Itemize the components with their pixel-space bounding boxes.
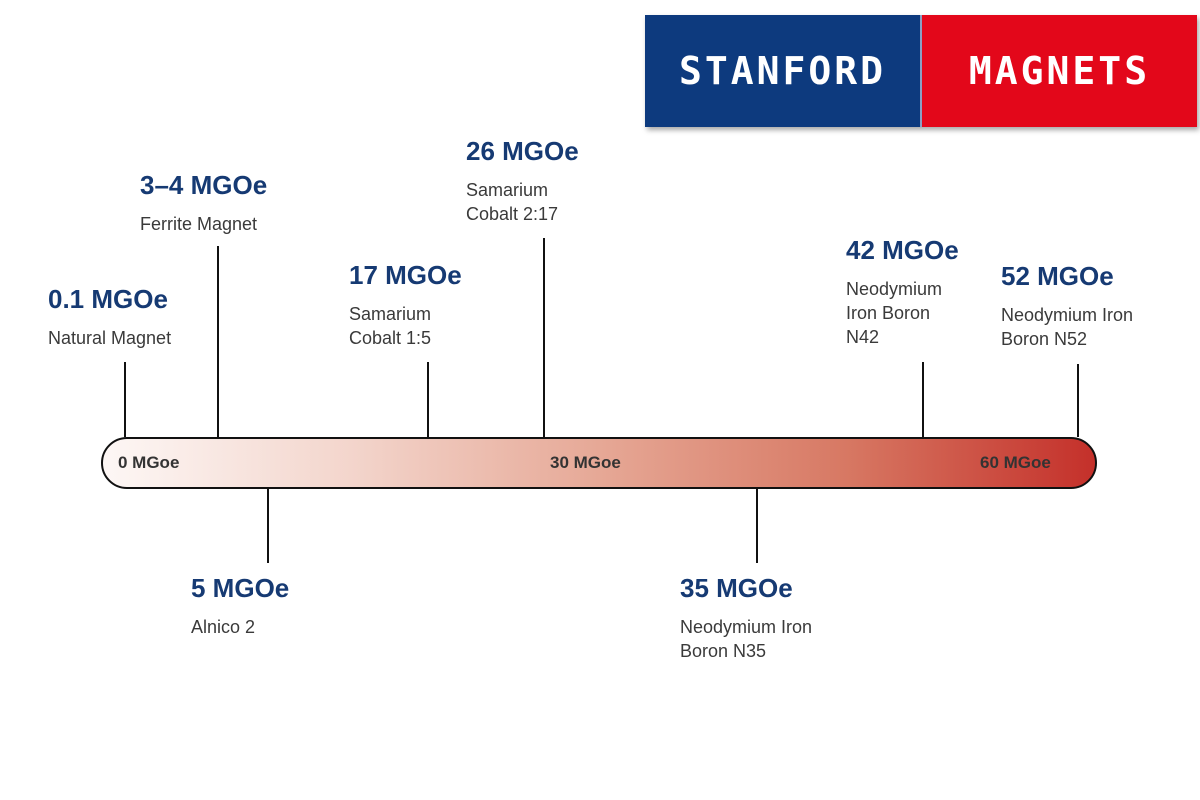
- stanford-magnets-logo: STANFORD MAGNETS: [645, 15, 1197, 127]
- energy-scale-bar: [101, 437, 1097, 489]
- logo-stanford-text: STANFORD: [645, 15, 922, 127]
- annotation-ferrite-magnet: 3–4 MGOe Ferrite Magnet: [140, 170, 267, 236]
- annotation-value: 17 MGOe: [349, 260, 462, 290]
- leader-neodymium-n52: [1077, 364, 1079, 437]
- annotation-samarium-cobalt-2-17: 26 MGOe Samarium Cobalt 2:17: [466, 136, 579, 226]
- annotation-name: Neodymium Iron Boron N52: [1001, 305, 1134, 349]
- annotation-value: 26 MGOe: [466, 136, 579, 166]
- annotation-name: Neodymium Iron Boron N35: [680, 617, 813, 661]
- annotation-neodymium-n35: 35 MGOe Neodymium Iron Boron N35: [680, 573, 812, 663]
- annotation-value: 0.1 MGOe: [48, 284, 168, 314]
- leader-alnico-2: [267, 489, 269, 563]
- annotation-value: 52 MGOe: [1001, 261, 1114, 291]
- leader-neodymium-n42: [922, 362, 924, 437]
- annotation-neodymium-n52: 52 MGOe Neodymium Iron Boron N52: [1001, 261, 1133, 351]
- logo-magnets-text: MAGNETS: [922, 15, 1197, 127]
- leader-ferrite-magnet: [217, 246, 219, 437]
- scale-tick-mid: 30 MGoe: [550, 453, 621, 472]
- annotation-name: Natural Magnet: [48, 328, 172, 348]
- annotation-name: Ferrite Magnet: [140, 214, 258, 234]
- scale-tick-max: 60 MGoe: [980, 453, 1051, 472]
- leader-natural-magnet: [124, 362, 126, 437]
- annotation-samarium-cobalt-1-5: 17 MGOe Samarium Cobalt 1:5: [349, 260, 462, 350]
- annotation-neodymium-n42: 42 MGOe Neodymium Iron Boron N42: [846, 235, 959, 349]
- leader-samarium-cobalt-2-17: [543, 238, 545, 437]
- annotation-value: 5 MGOe: [191, 573, 290, 603]
- annotation-value: 3–4 MGOe: [140, 170, 268, 200]
- annotation-name: Neodymium Iron Boron N42: [846, 279, 943, 347]
- annotation-value: 42 MGOe: [846, 235, 959, 265]
- annotation-natural-magnet: 0.1 MGOe Natural Magnet: [48, 284, 171, 350]
- leader-neodymium-n35: [756, 489, 758, 563]
- leader-samarium-cobalt-1-5: [427, 362, 429, 437]
- annotation-alnico-2: 5 MGOe Alnico 2: [191, 573, 289, 639]
- scale-tick-min: 0 MGoe: [118, 453, 180, 472]
- annotation-name: Samarium Cobalt 1:5: [349, 304, 432, 348]
- annotation-value: 35 MGOe: [680, 573, 793, 603]
- annotation-name: Samarium Cobalt 2:17: [466, 180, 559, 224]
- annotation-name: Alnico 2: [191, 617, 256, 637]
